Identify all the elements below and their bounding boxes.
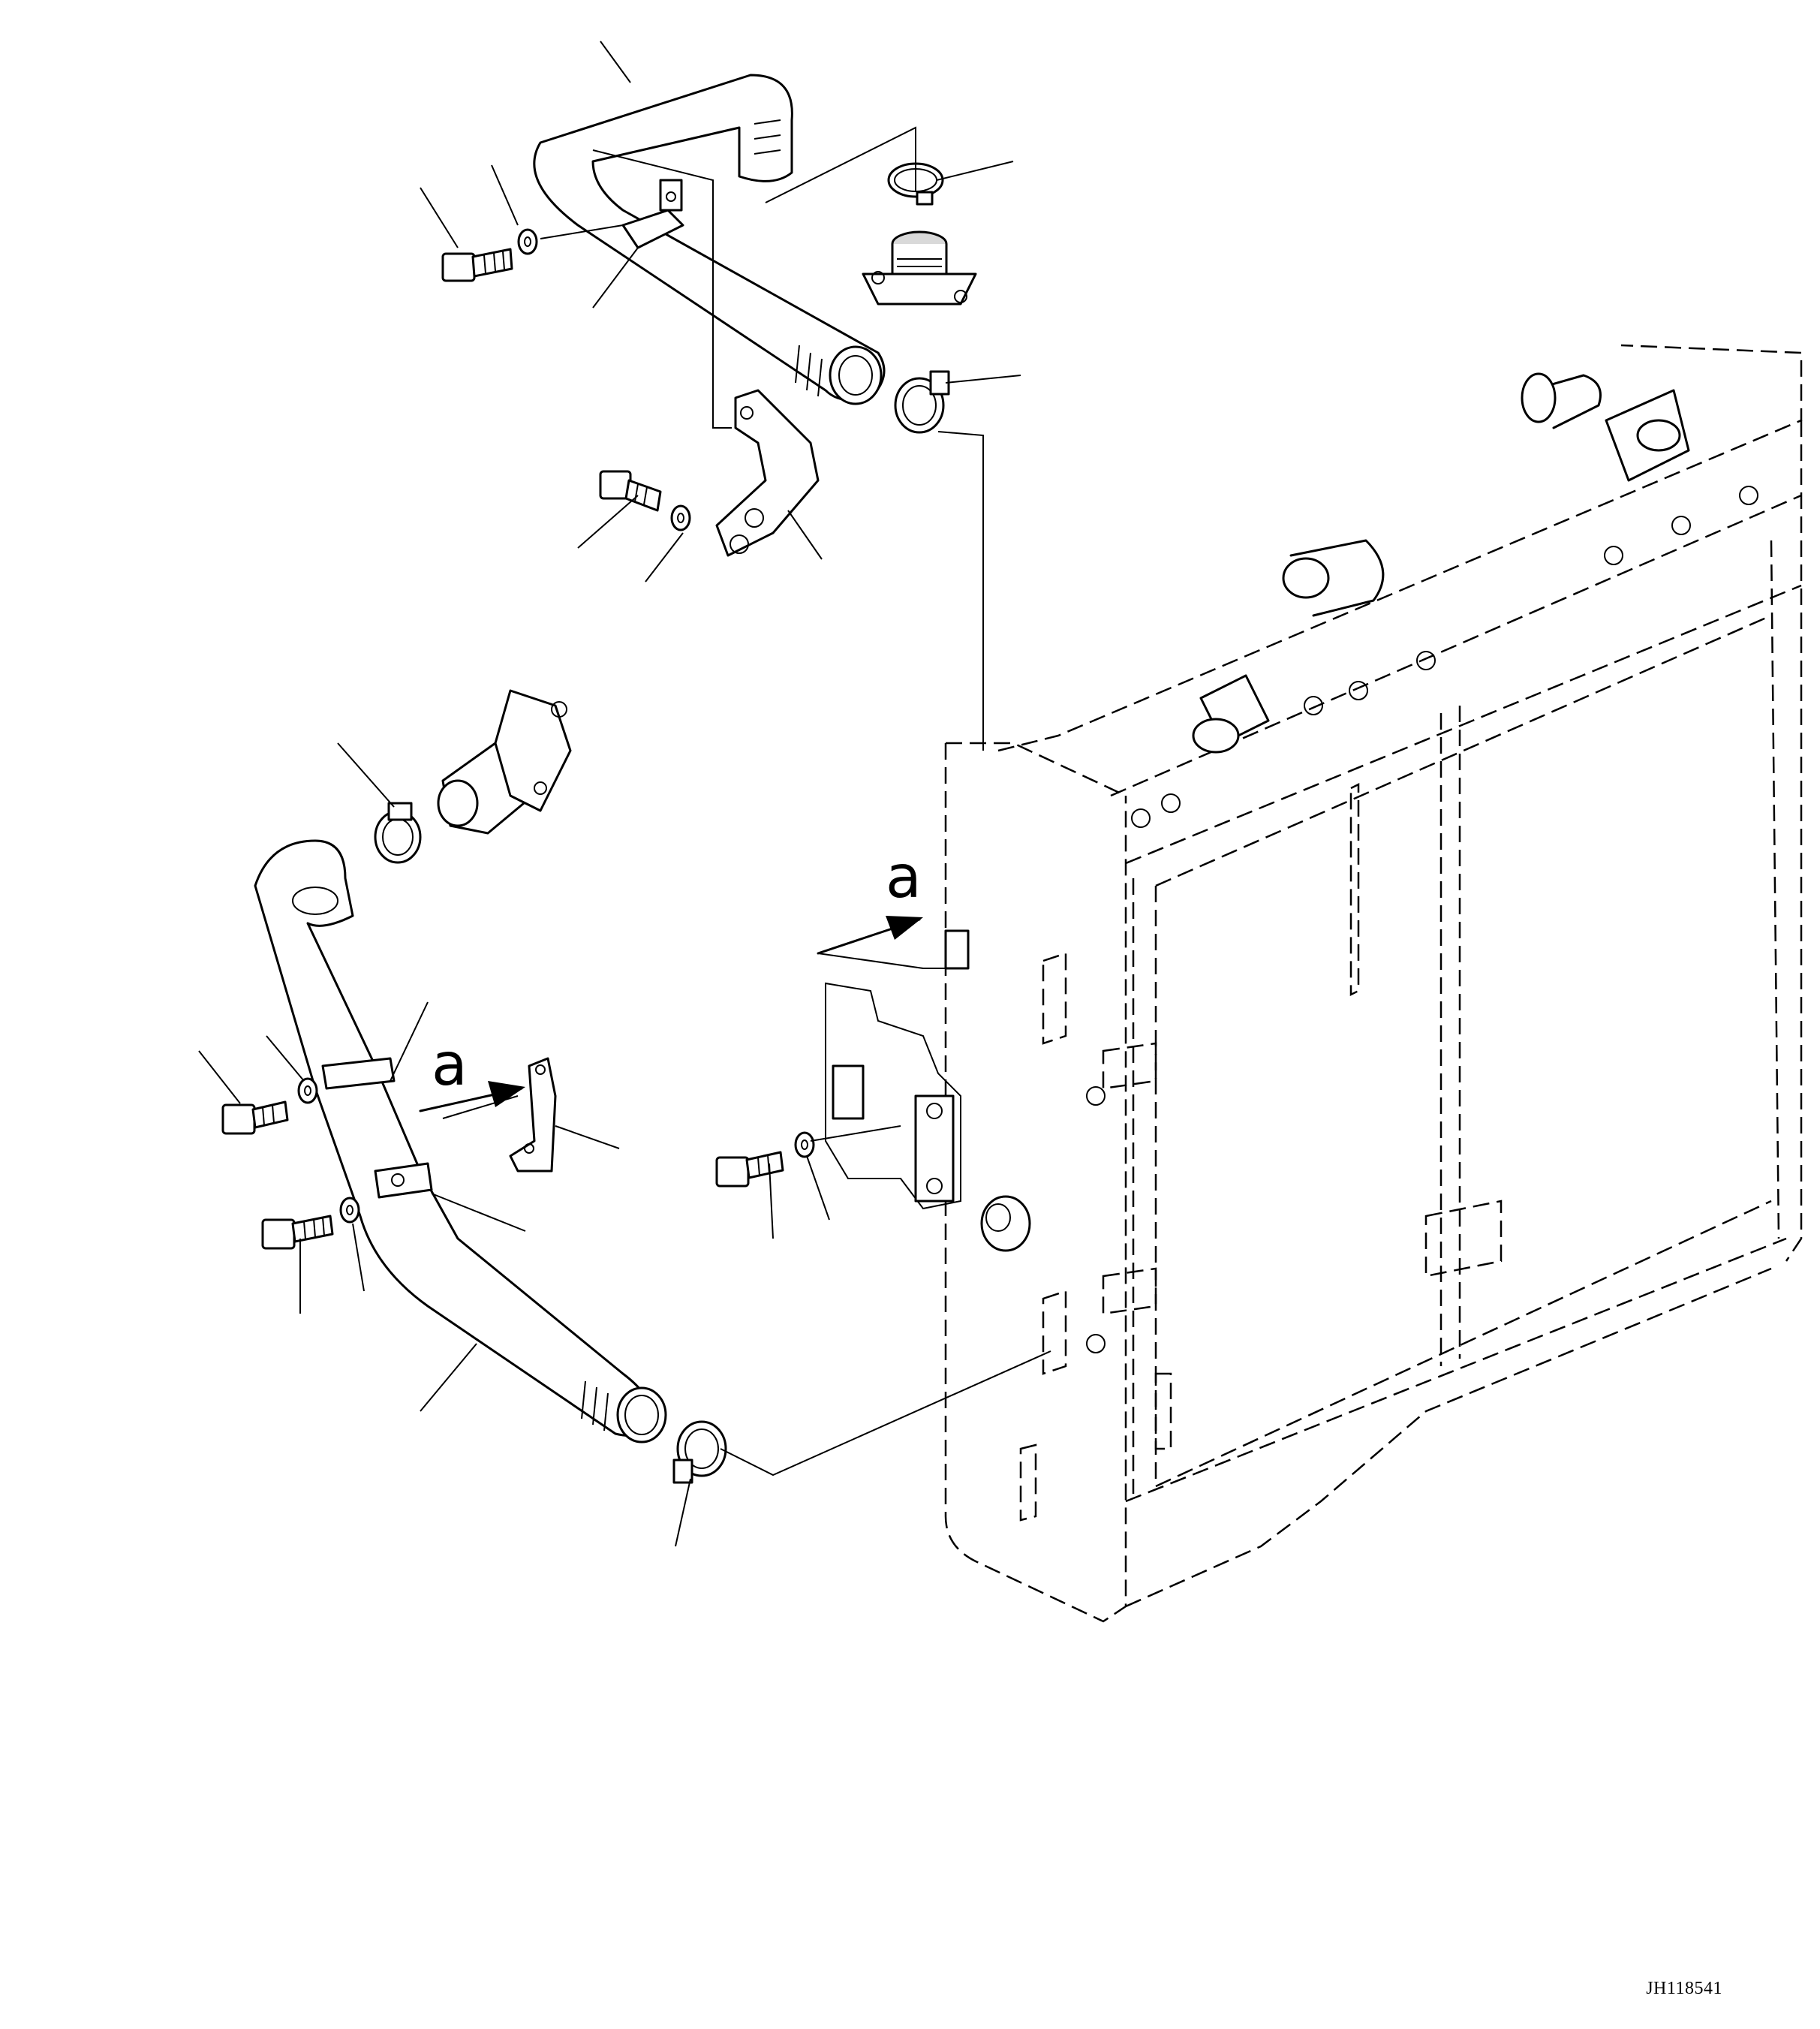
upper-hose-bracket-clamp [621,179,684,249]
upper-washer-1 [517,228,538,255]
view-a-label-upper: a [886,844,922,911]
upper-bolt-2 [599,470,662,512]
lower-washer-2 [339,1197,360,1224]
hose-clamp-upper-outlet [894,370,950,434]
upper-support-bracket [715,389,820,557]
lower-washer-1 [297,1077,318,1104]
upper-radiator-hose [533,74,886,405]
hose-clamp-mid [374,802,422,864]
upper-bolt-1 [441,248,513,282]
view-a-label-lower: a [432,1031,468,1099]
leader-lines [198,41,1051,1547]
lower-bolt-1 [221,1100,289,1135]
hose-clamp-bottom [672,1420,727,1484]
frame-bolt [715,1151,784,1188]
drawing-number: JH118541 [1646,1979,1722,1998]
radiator-frame-assembly [944,344,1803,1623]
lower-hose-band-clamp [321,1057,433,1199]
view-a-arrow-upper: a [817,844,923,955]
filler-neck-cap [862,230,977,306]
lower-bolt-2 [261,1215,334,1250]
lower-support-bracket [509,1057,557,1173]
lower-radiator-hose [254,839,667,1443]
view-a-arrow-lower: a [419,1031,525,1112]
upper-washer-2 [670,504,691,531]
water-outlet-housing [437,689,572,835]
view-a-mount-bracket [825,929,970,1210]
frame-washer [794,1131,815,1158]
